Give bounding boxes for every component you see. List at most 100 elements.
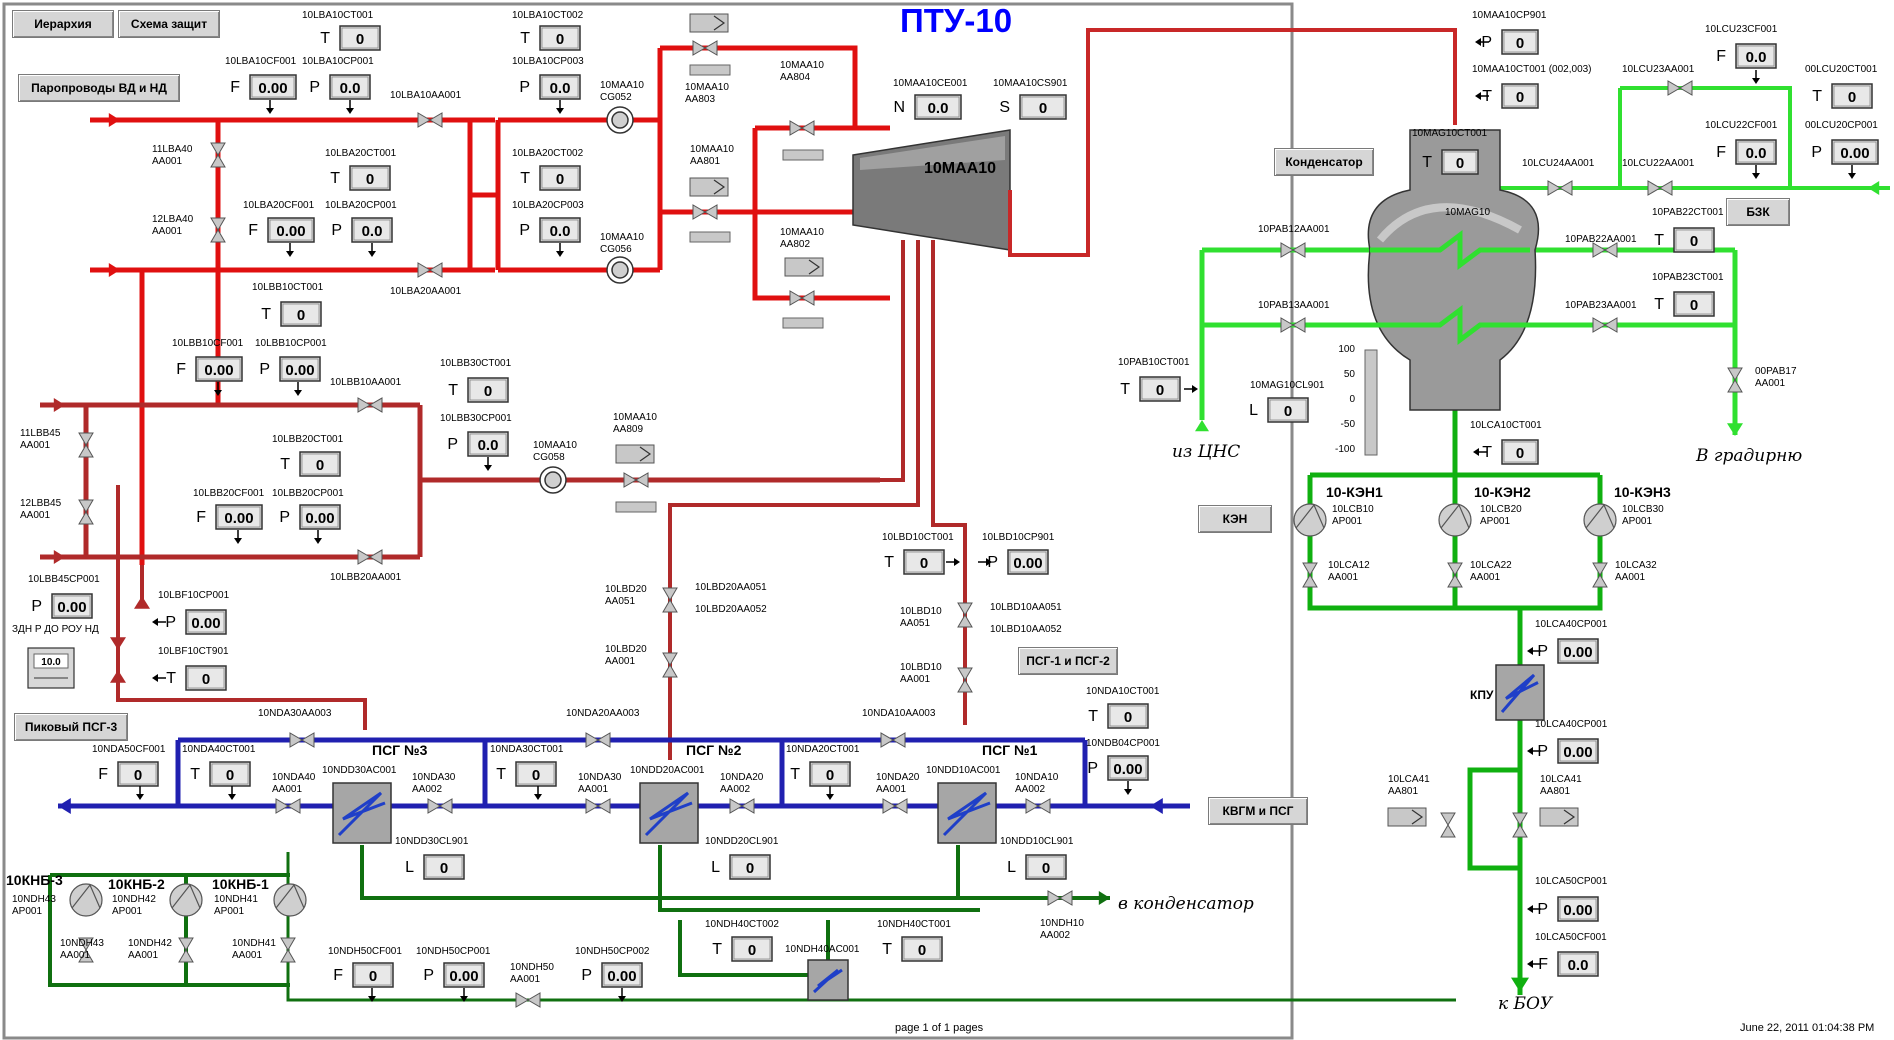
ken-button[interactable]: КЭН [1198,505,1272,533]
valve-icon[interactable] [1047,890,1073,906]
gauge-10lba10ct001[interactable]: 0 [339,25,381,51]
gauge-10lbb20cp001[interactable]: 0.00 [299,504,341,530]
valve-icon[interactable] [1592,242,1618,258]
bzk-button[interactable]: БЗК [1726,198,1790,226]
valve-icon[interactable] [1440,812,1456,838]
gauge-10pab22ct001[interactable]: 0 [1673,227,1715,253]
gauge-10lca50cf001[interactable]: 0.0 [1557,951,1599,977]
valve-icon[interactable] [357,397,383,413]
knb2-pump-icon[interactable] [169,883,203,917]
gauge-10ndh40ct001[interactable]: 0 [901,936,943,962]
valve-icon[interactable] [882,798,908,814]
gauge-10lbd10ct001[interactable]: 0 [903,549,945,575]
valve-icon[interactable] [1025,798,1051,814]
gauge-10lbd10cp901[interactable]: 0.00 [1007,549,1049,575]
actuator-icon[interactable] [784,257,824,277]
actuator-icon[interactable] [1387,807,1427,827]
valve-icon[interactable] [210,217,226,243]
ken3-pump-icon[interactable] [1583,503,1617,537]
gauge-10lca50cp001[interactable]: 0.00 [1557,896,1599,922]
psg1-heater-icon[interactable] [937,782,997,844]
psg2-heater-icon[interactable] [639,782,699,844]
actuator-icon[interactable] [615,444,655,464]
gauge-10maa10ct001[interactable]: 0 [1501,83,1539,109]
valve-icon[interactable] [957,602,973,628]
gauge-10lba20cp001[interactable]: 0.0 [351,217,393,243]
valve-icon[interactable] [623,472,649,488]
gauge-10lba20ct002[interactable]: 0 [539,165,581,191]
gauge-10mag10cl901[interactable]: 0 [1267,397,1309,423]
gauge-10nda40ct001[interactable]: 0 [209,761,251,787]
gauge-10lba10cp003[interactable]: 0.0 [539,74,581,100]
gauge-10lbf10cp001[interactable]: 0.00 [185,609,227,635]
valve-icon[interactable] [280,937,296,963]
valve-icon[interactable] [662,652,678,678]
gauge-10lcu22cf001[interactable]: 0.0 [1735,139,1777,165]
valve-icon[interactable] [729,798,755,814]
knb1-pump-icon[interactable] [273,883,307,917]
valve-icon[interactable] [1547,180,1573,196]
gauge-10maa10cp901[interactable]: 0 [1501,29,1539,55]
gauge-10maa10ce001[interactable]: 0.0 [914,94,962,120]
valve-icon[interactable] [210,142,226,168]
gauge-10ndb04cp001[interactable]: 0.00 [1107,755,1149,781]
protection-scheme-button[interactable]: Схема защит [118,10,220,38]
valve-icon[interactable] [789,290,815,306]
gauge-10ndd30cl901[interactable]: 0 [423,854,465,880]
knb3-pump-icon[interactable] [69,883,103,917]
gauge-10ndh40ct002[interactable]: 0 [731,936,773,962]
gauge-10lbb20ct001[interactable]: 0 [299,451,341,477]
gauge-10lbb10cf001[interactable]: 0.00 [195,356,243,382]
valve-icon[interactable] [1447,562,1463,588]
valve-icon[interactable] [357,549,383,565]
valve-icon[interactable] [427,798,453,814]
gauge-10ndh50cp001[interactable]: 0.00 [443,962,485,988]
valve-icon[interactable] [880,732,906,748]
valve-icon[interactable] [417,112,443,128]
psg12-button[interactable]: ПСГ-1 и ПСГ-2 [1018,647,1118,675]
gauge-00lcu20ct001[interactable]: 0 [1831,83,1873,109]
valve-icon[interactable] [515,992,541,1008]
valve-icon[interactable] [1280,242,1306,258]
valve-icon[interactable] [417,262,443,278]
gauge-10nda20ct001[interactable]: 0 [809,761,851,787]
valve-icon[interactable] [1727,367,1743,393]
hierarchy-button[interactable]: Иерархия [12,10,114,38]
gauge-10nda50cf001[interactable]: 0 [117,761,159,787]
pipelines-button[interactable]: Паропроводы ВД и НД [18,74,180,102]
valve-icon[interactable] [78,499,94,525]
ken2-pump-icon[interactable] [1438,503,1472,537]
gauge-10lbb30ct001[interactable]: 0 [467,377,509,403]
gauge-10lca10ct001[interactable]: 0 [1501,439,1539,465]
gauge-10lba10ct002[interactable]: 0 [539,25,581,51]
kpu-heater-icon[interactable] [1495,664,1545,721]
gauge-10lbb10cp001[interactable]: 0.00 [279,356,321,382]
valve-icon[interactable] [1302,562,1318,588]
gauge-10mag10ct001[interactable]: 0 [1441,149,1479,175]
kvgm-psg-button[interactable]: КВГМ и ПСГ [1208,797,1308,825]
valve-icon[interactable] [1592,317,1618,333]
valve-icon[interactable] [692,40,718,56]
gauge-10lbb10ct001[interactable]: 0 [280,301,322,327]
valve-icon[interactable] [1512,812,1528,838]
gauge-10lca40cp001[interactable]: 0.00 [1557,738,1599,764]
gauge-10lca40cp001[interactable]: 0.00 [1557,638,1599,664]
gauge-10lbb30cp001[interactable]: 0.0 [467,431,509,457]
gauge-10lbb45cp001[interactable]: 0.00 [51,593,93,619]
gauge-10lba10cp001[interactable]: 0.0 [329,74,371,100]
ken1-pump-icon[interactable] [1293,503,1327,537]
gauge-00lcu20cp001[interactable]: 0.00 [1831,139,1879,165]
valve-icon[interactable] [957,667,973,693]
valve-icon[interactable] [78,937,94,963]
gauge-10lbf10ct901[interactable]: 0 [185,665,227,691]
gauge-10lbb20cf001[interactable]: 0.00 [215,504,263,530]
actuator-icon[interactable] [1539,807,1579,827]
valve-icon[interactable] [789,120,815,136]
valve-icon[interactable] [1592,562,1608,588]
valve-icon[interactable] [585,798,611,814]
gauge-10maa10cs901[interactable]: 0 [1019,94,1067,120]
condenser-icon[interactable] [1367,129,1540,411]
gauge-10nda30ct001[interactable]: 0 [515,761,557,787]
gauge-10ndh50cf001[interactable]: 0 [352,962,394,988]
gauge-10lba20cp003[interactable]: 0.0 [539,217,581,243]
